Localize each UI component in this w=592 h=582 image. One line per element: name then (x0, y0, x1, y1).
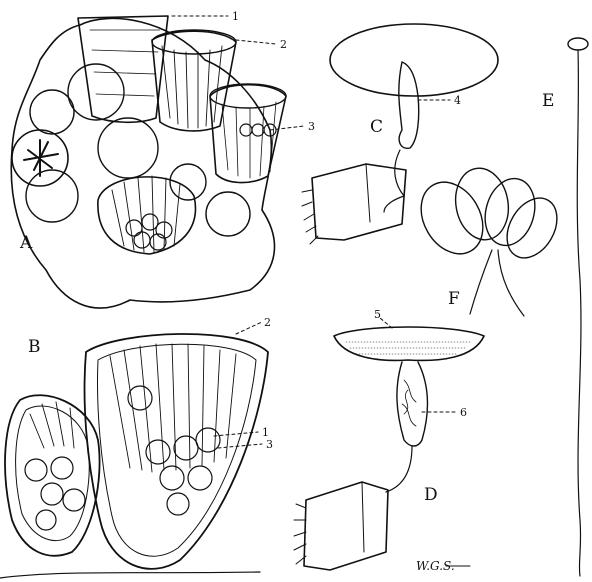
panel-a-substrate (11, 18, 274, 308)
panel-d-disc (334, 327, 484, 360)
callout-b3: 3 (266, 438, 273, 451)
callout-d6: 6 (460, 406, 467, 419)
panel-b-peridiole (174, 436, 198, 460)
callout-b2-line (236, 322, 262, 334)
panel-a-drawing (11, 16, 304, 308)
panel-b-peridiole (63, 489, 85, 511)
panel-a-cup-mouth (210, 84, 286, 108)
panel-b-peridiole (51, 457, 73, 479)
panel-a-cup-striae (222, 102, 276, 178)
panel-d-disc-stipple (346, 342, 470, 354)
panel-b-peridiole (167, 493, 189, 515)
panel-c-cup-division (366, 164, 370, 222)
panel-f-stalks (470, 250, 524, 316)
panel-label-b: B (28, 337, 41, 357)
panel-e-head (568, 38, 588, 50)
panel-c-drawing (302, 24, 498, 244)
panel-a-nodule (26, 170, 78, 222)
panel-b-ground (0, 572, 260, 578)
panel-a-peridiole (150, 234, 166, 250)
panel-d-strand (386, 446, 412, 492)
callout-a2: 2 (280, 38, 287, 51)
panel-c-cord (399, 62, 419, 148)
panel-b-peridiole (188, 466, 212, 490)
panel-a-nodule (206, 192, 250, 236)
callout-a3: 3 (308, 120, 315, 133)
panel-b-peridiole (160, 466, 184, 490)
panel-f-spore (409, 171, 495, 265)
panel-a-cup-large (98, 177, 196, 254)
callout-b3-line (218, 444, 262, 448)
callout-d5-line (380, 318, 392, 328)
panel-c-strand (384, 150, 404, 212)
panel-d-funiculus (397, 362, 428, 446)
panel-c-disc (330, 24, 498, 96)
panel-a-nodule (98, 118, 158, 178)
callout-d5: 5 (374, 308, 381, 321)
panel-a-cup-striae (162, 46, 222, 128)
panel-b-peridiole (41, 483, 63, 505)
callout-b2: 2 (264, 316, 271, 329)
panel-label-f: F (448, 289, 460, 309)
panel-a-cup-large-striae (112, 176, 180, 252)
panel-d-drawing (294, 318, 484, 570)
panel-b-peridiole (25, 459, 47, 481)
panel-label-a: A (19, 233, 33, 253)
panel-a-peridiole (126, 220, 142, 236)
callout-a1: 1 (232, 10, 239, 23)
panel-a-peridiole (134, 232, 150, 248)
panel-b-peridiole (196, 428, 220, 452)
panel-b-cup-left-striae (30, 402, 74, 448)
panel-b-drawing (0, 322, 268, 578)
panel-a-peridiole (252, 124, 264, 136)
panel-b-cup-right-striae (110, 344, 236, 472)
panel-e-thread (577, 50, 581, 576)
panel-d-cup-section (304, 482, 388, 570)
callout-c4: 4 (454, 94, 461, 107)
panel-label-e: E (542, 91, 554, 111)
panel-b-cup-right-inner (98, 344, 256, 556)
panel-d-cup-division (362, 482, 364, 552)
callout-a2-line (236, 40, 276, 44)
panel-b-peridiole (146, 440, 170, 464)
panel-a-nodule (30, 90, 74, 134)
panel-b-peridiole (36, 510, 56, 530)
panel-d-coils (402, 380, 416, 426)
panel-e-drawing (568, 38, 588, 576)
panel-a-cup-texture (90, 30, 160, 96)
panel-label-c: C (370, 117, 383, 137)
panel-f-drawing (409, 164, 567, 316)
panel-a-peridiole (142, 214, 158, 230)
panel-label-d: D (424, 485, 438, 505)
